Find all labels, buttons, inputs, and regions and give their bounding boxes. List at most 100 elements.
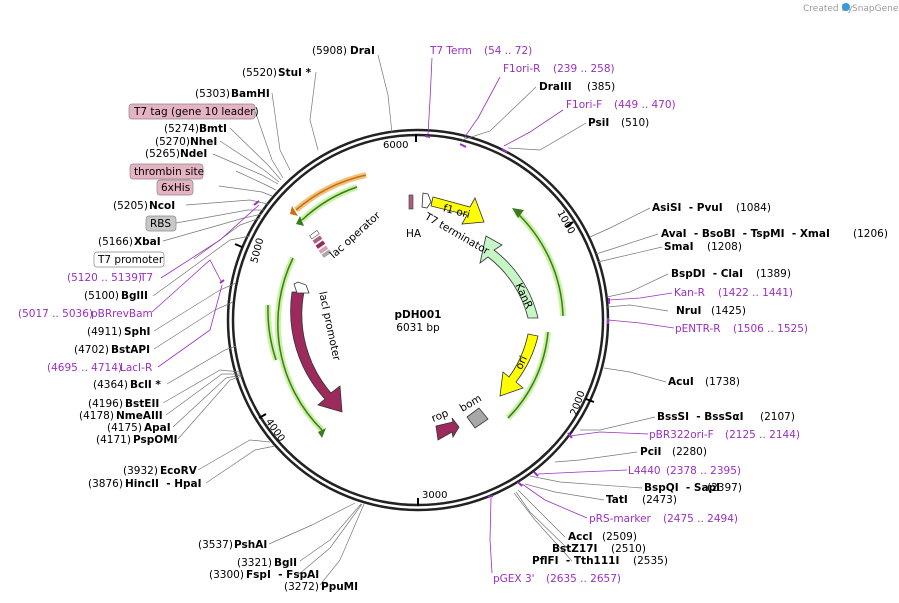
site-name-bgli: BglI [274, 557, 297, 569]
site-pos-sphi: (4911) [87, 326, 122, 338]
box-6xhis [156, 179, 194, 196]
primer-range-pbr322ori-f: (2125 .. 2144) [725, 429, 800, 441]
feature-label-rop: rop [430, 407, 451, 425]
site-pos-nhei: (5270) [155, 136, 190, 148]
orf-arrow-laci [318, 428, 326, 438]
primer-name-t7-term: T7 Term [429, 45, 472, 57]
orf-arc-left [267, 304, 277, 361]
primer-name-f1ori-r: F1ori-R [503, 63, 540, 75]
site-pos-acui: (1738) [705, 376, 740, 388]
feature-rop[interactable] [435, 417, 460, 441]
feature-mcs-block[interactable] [309, 230, 332, 258]
orf-arrow-orange [290, 206, 298, 216]
site-pos-bglii: (5100) [84, 290, 119, 302]
site-pos-bsssi: (2107) [760, 411, 795, 423]
primer-connector-lines [151, 57, 675, 574]
site-name-bamhi: BamHI [231, 88, 270, 100]
site-pos-ncoi: (5205) [113, 200, 148, 212]
primer-name-kan-r: Kan-R [674, 287, 705, 299]
site-name-bglii: BglII [121, 290, 148, 302]
site-pos-bstapi: (4702) [74, 344, 109, 356]
site-pos-smai: (1208) [707, 241, 742, 253]
box-t7-tag [128, 103, 256, 120]
primer-name-l4440: L4440 [628, 465, 661, 477]
box-rbs [145, 215, 177, 232]
site-pos-xbai: (5166) [98, 236, 133, 248]
site-pos-ecorv: (3932) [123, 465, 158, 477]
feature-bom[interactable] [466, 407, 489, 429]
site-name-acci: AccI [568, 531, 592, 543]
primer-range-f1ori-r: (239 .. 258) [553, 63, 615, 75]
feature-laci[interactable] [290, 291, 343, 413]
site-name-bcli: BclI * [130, 379, 161, 391]
feature-laci-promoter[interactable] [293, 281, 310, 294]
primer-range-pbrrevbam: (5017 .. 5036) [18, 308, 93, 320]
feature-ori[interactable] [499, 333, 539, 397]
feature-ha[interactable] [408, 194, 414, 210]
orf-arrow-top [296, 216, 304, 226]
site-pos-psii: (510) [621, 117, 649, 129]
site-name-bspqi-sapi: BspQI - SapI [644, 482, 720, 494]
primer-range-t7-term: (54 .. 72) [484, 45, 532, 57]
site-pos-bspdi-clai: (1389) [756, 268, 791, 280]
orf-arc-orange-glow [294, 172, 367, 213]
tick-label-4000: 4000 [263, 417, 287, 444]
boxed-feature-labels: T7 tag (gene 10 leader) thrombin site 6x… [93, 103, 259, 268]
site-labels-right: (5908) DraI DraIII (385) PsiI (510) AsiS… [198, 45, 888, 593]
primer-name-laci-r: LacI-R [120, 362, 152, 374]
site-name-ndei: NdeI [180, 148, 207, 160]
primer-name-pgex3: pGEX 3' [493, 573, 535, 585]
site-pos-pshai: (3537) [198, 539, 233, 551]
site-name-draiii: DraIII [539, 81, 572, 93]
site-pos-ndei: (5265) [145, 148, 180, 160]
site-name-asisi-pvui: AsiSI - PvuI [652, 202, 723, 214]
site-name-xbai: XbaI [134, 236, 161, 248]
site-pos-apai: (4175) [107, 422, 142, 434]
site-name-nrui: NruI [676, 305, 701, 317]
snapgene-logo-icon [842, 3, 850, 11]
site-name-drai: DraI [350, 45, 375, 57]
feature-f1-ori[interactable] [430, 196, 485, 225]
site-name-sphi: SphI [124, 326, 150, 338]
orf-arc-orange [295, 174, 367, 211]
primer-range-l4440: (2378 .. 2395) [666, 465, 741, 477]
box-label-thrombin-site: thrombin site [134, 166, 204, 178]
primer-name-pentr-r: pENTR-R [675, 323, 721, 335]
site-name-bstz17i: BstZ17I [552, 543, 597, 555]
box-label-rbs: RBS [150, 218, 171, 230]
box-label-6xhis: 6xHis [161, 182, 190, 194]
site-name-acui: AcuI [668, 376, 694, 388]
site-pos-bamhi: (5303) [195, 88, 230, 100]
credit-prefix: Created by [803, 4, 853, 14]
feature-label-kanr: KanR [512, 281, 534, 311]
primer-range-t7: (5120 .. 5139) [67, 272, 142, 284]
site-pos-bcli: (4364) [93, 379, 128, 391]
site-name-ncoi: NcoI [149, 200, 175, 212]
plasmid-name: pDH001 [395, 309, 442, 321]
box-t7-promoter [93, 251, 165, 268]
feature-t7-terminator[interactable] [421, 192, 432, 209]
tick-marks [234, 134, 595, 506]
site-name-pcii: PciI [640, 446, 661, 458]
connector-lines-right [268, 54, 669, 586]
site-pos-bgli: (3321) [237, 557, 272, 569]
primer-range-kan-r: (1422 .. 1441) [718, 287, 793, 299]
primer-labels: T7 Term (54 .. 72) F1ori-R (239 .. 258) … [18, 45, 808, 585]
primer-name-pbrrevbam: pBRrevBam [91, 308, 153, 320]
site-name-avai-group: AvaI - BsoBI - TspMI - XmaI [661, 228, 830, 240]
primer-name-t7: T7 [139, 272, 153, 284]
site-pos-nrui: (1425) [711, 305, 746, 317]
site-pos-pcii: (2280) [672, 446, 707, 458]
primer-name-prs-marker: pRS-marker [589, 513, 652, 525]
site-pos-bspqi-sapi: (2397) [707, 482, 742, 494]
site-name-nhei: NheI [190, 136, 217, 148]
site-pos-bstz17i: (2510) [611, 543, 646, 555]
orf-arc-top [301, 186, 358, 221]
feature-kanr[interactable] [479, 235, 539, 319]
site-name-psii: PsiI [588, 117, 609, 129]
primer-name-f1ori-f: F1ori-F [566, 99, 602, 111]
site-pos-stui: (5520) [242, 67, 277, 79]
connector-lines-left [152, 71, 319, 484]
box-label-t7-promoter: T7 promoter [97, 254, 164, 266]
primer-name-pbr322ori-f: pBR322ori-F [649, 429, 714, 441]
